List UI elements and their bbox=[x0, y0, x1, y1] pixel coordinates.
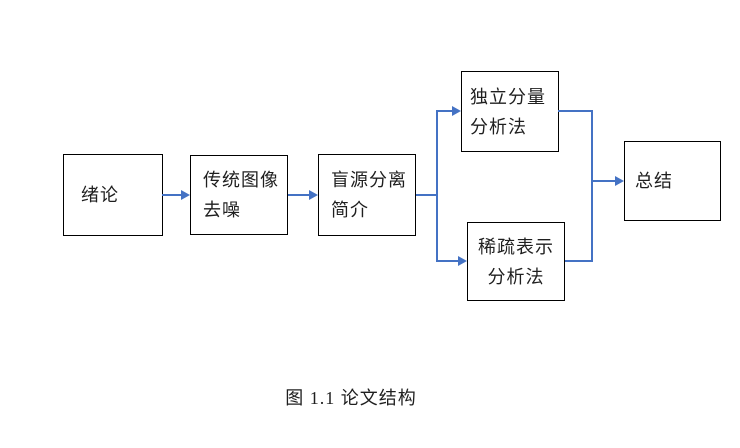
node-label-line: 盲源分离 bbox=[331, 170, 407, 190]
connector-branch-sparse bbox=[437, 260, 459, 262]
node-traditional-denoising: 传统图像 去噪 bbox=[190, 155, 288, 235]
connector-branch-ica bbox=[437, 110, 453, 112]
node-summary: 总结 bbox=[624, 141, 721, 221]
arrowhead-right-icon bbox=[458, 256, 467, 266]
node-label-line: 分析法 bbox=[470, 116, 527, 137]
arrowhead-right-icon bbox=[452, 106, 461, 116]
node-label-line: 独立分量 bbox=[470, 86, 546, 107]
node-label-line: 传统图像 bbox=[203, 170, 279, 190]
arrowhead-right-icon bbox=[181, 190, 190, 200]
connector-traditional-bss bbox=[288, 194, 309, 196]
node-introduction: 绪论 bbox=[63, 154, 163, 236]
arrowhead-right-icon bbox=[309, 190, 318, 200]
connector-merge-summary bbox=[591, 180, 616, 182]
connector-sparse-merge bbox=[565, 260, 593, 262]
connector-ica-merge bbox=[558, 110, 593, 112]
node-label-line: 去噪 bbox=[203, 200, 241, 220]
node-label-line: 分析法 bbox=[487, 266, 545, 287]
node-ica-method: 独立分量 分析法 bbox=[461, 71, 559, 152]
node-bss-intro: 盲源分离 简介 bbox=[318, 154, 416, 236]
node-label-line: 简介 bbox=[331, 200, 369, 220]
node-label-line: 绪论 bbox=[81, 185, 119, 205]
node-sparse-method: 稀疏表示 分析法 bbox=[467, 222, 565, 301]
connector-bss-branch-stem bbox=[416, 194, 438, 196]
figure-caption: 图 1.1 论文结构 bbox=[285, 388, 417, 408]
connector-bss-branch-vertical bbox=[436, 110, 438, 262]
node-label-line: 稀疏表示 bbox=[478, 236, 554, 257]
connector-merge-vertical bbox=[591, 110, 593, 262]
node-label-line: 总结 bbox=[635, 171, 673, 191]
arrowhead-right-icon bbox=[615, 176, 624, 186]
connector-introduction-traditional bbox=[162, 194, 182, 196]
